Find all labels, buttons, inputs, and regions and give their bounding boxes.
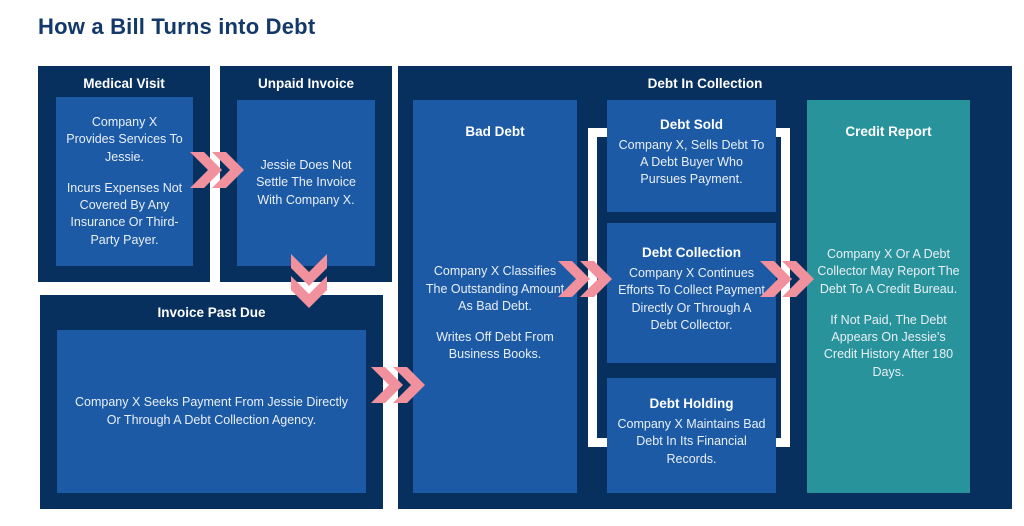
double-chevron-down-icon bbox=[289, 252, 329, 308]
bad-debt-body-text: Company X Classifies The Outstanding Amo… bbox=[425, 264, 565, 313]
unpaid-invoice-box: Unpaid Invoice Jessie Does Not Settle Th… bbox=[220, 66, 392, 282]
bad-debt-body: Company X Classifies The Outstanding Amo… bbox=[423, 142, 567, 485]
invoice-past-due-box: Invoice Past Due Company X Seeks Payment… bbox=[40, 295, 383, 509]
debt-holding-title: Debt Holding bbox=[649, 396, 734, 412]
page-title: How a Bill Turns into Debt bbox=[38, 14, 316, 39]
double-chevron-right-icon bbox=[758, 259, 814, 299]
unpaid-invoice-body-text: Jessie Does Not Settle The Invoice With … bbox=[256, 158, 356, 207]
debt-in-collection-box: Debt In Collection Bad Debt Company X Cl… bbox=[398, 66, 1012, 509]
credit-report-body-text: Company X Or A Debt Collector May Report… bbox=[817, 247, 960, 296]
invoice-past-due-body-text: Company X Seeks Payment From Jessie Dire… bbox=[74, 395, 348, 427]
double-chevron-right-icon bbox=[556, 259, 612, 299]
debt-holding-panel: Debt Holding Company X Maintains Bad Deb… bbox=[607, 378, 776, 493]
debt-in-collection-title: Debt In Collection bbox=[647, 76, 763, 91]
medical-visit-body-text: Company X Provides Services To Jessie. bbox=[66, 115, 183, 164]
double-chevron-right-icon bbox=[188, 150, 244, 190]
debt-sold-panel: Debt Sold Company X, Sells Debt To A Deb… bbox=[607, 100, 776, 212]
debt-sold-body-text: Company X, Sells Debt To A Debt Buyer Wh… bbox=[618, 137, 765, 187]
credit-report-body: Company X Or A Debt Collector May Report… bbox=[817, 142, 960, 485]
bad-debt-title: Bad Debt bbox=[465, 124, 525, 139]
debt-sold-title: Debt Sold bbox=[660, 116, 723, 132]
debt-collection-title: Debt Collection bbox=[641, 245, 741, 260]
credit-report-body-text: If Not Paid, The Debt Appears On Jessie'… bbox=[823, 312, 954, 379]
debt-collection-panel: Debt Collection Company X Continues Effo… bbox=[607, 223, 776, 363]
debt-collection-body-text: Company X Continues Efforts To Collect P… bbox=[618, 266, 765, 332]
double-chevron-right-icon bbox=[369, 365, 425, 405]
credit-report-panel: Credit Report Company X Or A Debt Collec… bbox=[807, 100, 970, 493]
credit-report-title: Credit Report bbox=[845, 124, 932, 139]
medical-visit-body-panel: Company X Provides Services To Jessie. I… bbox=[56, 97, 193, 266]
medical-visit-box: Medical Visit Company X Provides Service… bbox=[38, 66, 210, 282]
debt-holding-body-text: Company X Maintains Bad Debt In Its Fina… bbox=[617, 417, 766, 466]
invoice-past-due-title: Invoice Past Due bbox=[157, 305, 266, 320]
unpaid-invoice-title: Unpaid Invoice bbox=[257, 76, 355, 91]
invoice-past-due-body-panel: Company X Seeks Payment From Jessie Dire… bbox=[57, 330, 366, 493]
medical-visit-body-text: Incurs Expenses Not Covered By Any Insur… bbox=[66, 180, 183, 247]
medical-visit-title: Medical Visit bbox=[83, 76, 165, 91]
bad-debt-panel: Bad Debt Company X Classifies The Outsta… bbox=[413, 100, 577, 493]
unpaid-invoice-body-panel: Jessie Does Not Settle The Invoice With … bbox=[237, 100, 375, 266]
bad-debt-body-text: Writes Off Debt From Business Books. bbox=[436, 330, 554, 362]
